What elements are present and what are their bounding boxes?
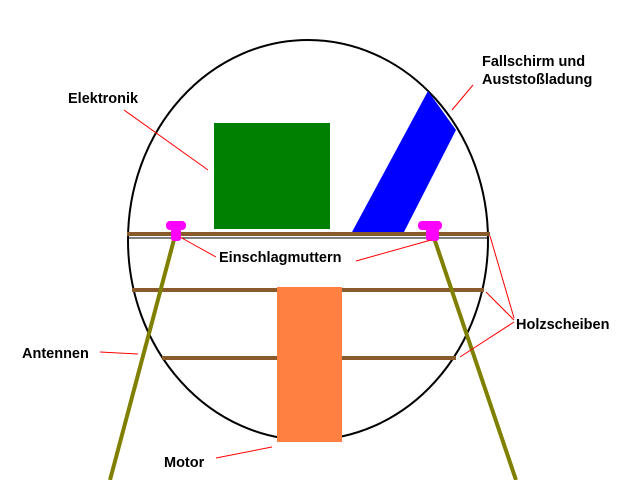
t-nut-left: [166, 221, 186, 241]
label-motor: Motor: [164, 455, 205, 471]
label-elektronik: Elektronik: [68, 91, 139, 107]
label-holzscheiben: Holzscheiben: [516, 317, 609, 333]
leader-holz-2: [485, 291, 515, 321]
leader-motor: [215, 446, 273, 459]
leader-einschlag-left: [179, 236, 217, 258]
label-einschlagmuttern: Einschlagmuttern: [219, 250, 341, 266]
parachute-charge: [352, 91, 456, 232]
t-nut-right: [418, 221, 442, 241]
leader-fallschirm: [451, 84, 474, 111]
leader-elektronik: [123, 109, 209, 171]
label-antennen: Antennen: [22, 346, 89, 362]
leader-holz-1: [489, 235, 515, 319]
leader-holz-3: [459, 321, 515, 358]
motor-box: [277, 287, 342, 442]
leader-lines: [99, 84, 515, 459]
leader-antennen: [99, 351, 139, 355]
antenna-left: [108, 231, 178, 480]
antenna-right: [430, 231, 518, 480]
label-fallschirm-line2: Auststoßladung: [482, 72, 592, 88]
electronics-box: [214, 123, 330, 229]
leader-einschlag-right: [355, 239, 432, 262]
label-fallschirm-line1: Fallschirm und: [482, 54, 585, 70]
